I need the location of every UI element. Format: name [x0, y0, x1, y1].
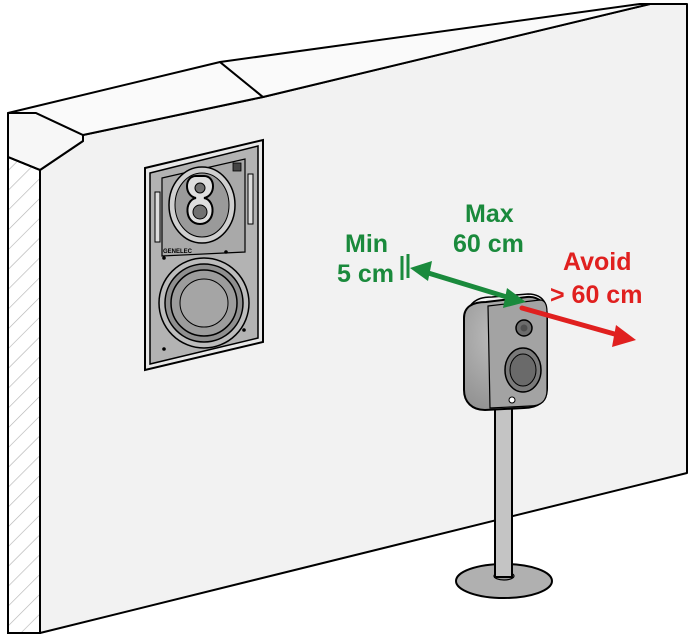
max-label-line2: 60 cm — [453, 230, 524, 258]
min-distance-marker — [400, 254, 410, 280]
avoid-label-line1: Avoid — [563, 248, 632, 276]
avoid-distance-arrow — [519, 305, 636, 347]
max-label-line1: Max — [465, 200, 514, 228]
min-label-line1: Min — [345, 230, 388, 258]
wall — [7, 3, 688, 634]
wall-cross-section — [7, 155, 41, 634]
min-label-line2: 5 cm — [337, 260, 394, 288]
stand-speaker-icon — [455, 293, 553, 599]
wall-top-far — [219, 3, 651, 98]
brand-label: GENELEC — [163, 249, 193, 255]
wall-top-ledge — [7, 61, 264, 136]
in-wall-speaker-icon: GENELEC — [144, 138, 264, 372]
avoid-label-line2: > 60 cm — [550, 281, 642, 309]
max-distance-arrow — [410, 261, 526, 308]
